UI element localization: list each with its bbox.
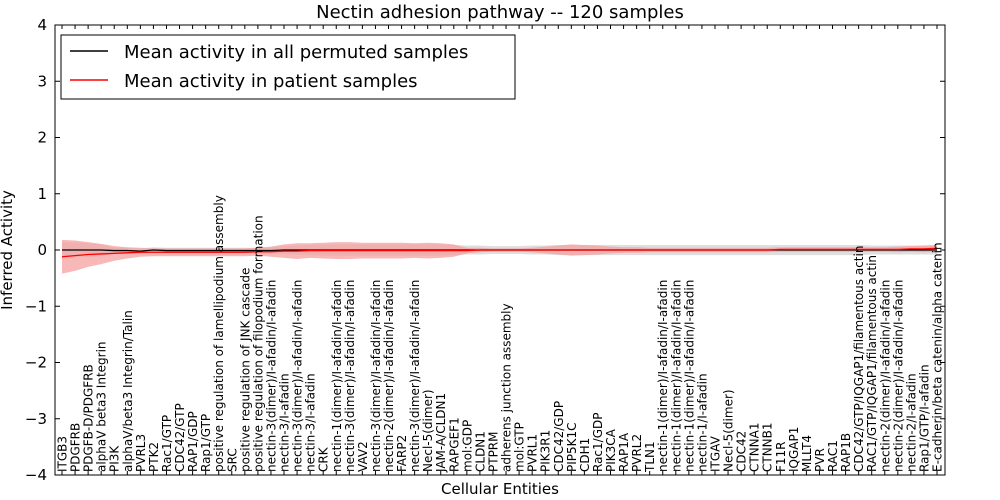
x-tick-label-44: PVRL2 — [630, 434, 644, 472]
x-tick-label-67: E-cadherin/beta catenin/alpha catenin — [931, 242, 945, 472]
x-tick-label-56: IQGAP1 — [787, 427, 801, 472]
x-tick-label-51: Necl-5(dimer) — [722, 389, 736, 472]
x-tick-label-60: RAP1B — [839, 433, 853, 472]
x-tick-label-33: PTPRM — [486, 432, 500, 473]
x-tick-label-58: PVR — [813, 448, 827, 472]
x-tick-label-37: PIK3R1 — [539, 430, 553, 472]
series-line-1 — [61, 247, 938, 258]
x-tick-label-0: ITGB3 — [56, 436, 70, 472]
x-tick-label-35: mol:GTP — [513, 422, 527, 472]
x-tick-label-43: RAP1A — [617, 432, 631, 472]
y-tick-label-7: 3 — [37, 72, 47, 90]
x-tick-label-29: JAM-A/CLDN1 — [434, 393, 448, 473]
x-tick-label-40: CDH1 — [578, 438, 592, 472]
x-tick-label-54: CTNNB1 — [761, 422, 775, 472]
y-axis-label: Inferred Activity — [0, 190, 16, 310]
x-tick-label-24: nectin-3(dimer)/I-afadin/I-afadin — [369, 280, 383, 472]
y-tick-label-5: 1 — [37, 185, 47, 203]
x-tick-label-21: nectin-1(dimer)/I-afadin/I-afadin — [330, 280, 344, 472]
x-tick-label-4: PI3K — [108, 445, 122, 472]
x-tick-label-25: nectin-2(dimer)/I-afadin/I-afadin — [382, 280, 396, 472]
x-tick-label-1: PDGFRB — [69, 423, 83, 472]
x-tick-label-11: Rap1/GTP — [199, 414, 213, 472]
x-tick-label-46: nectin-1(dimer)/I-afadin/I-afadin — [656, 280, 670, 472]
x-tick-label-36: PVRL1 — [526, 434, 540, 472]
x-tick-label-63: nectin-2(dimer)/I-afadin/I-afadin — [878, 280, 892, 472]
legend-box — [60, 34, 516, 100]
x-tick-label-17: nectin-3/I-afadin — [278, 373, 292, 472]
y-tick-label-1: −3 — [25, 410, 47, 428]
legend: Mean activity in all permuted samples Me… — [60, 34, 516, 100]
x-tick-label-42: PIK3CA — [604, 428, 618, 472]
series-band-1 — [62, 239, 937, 274]
x-tick-label-16: nectin-3(dimer)/I-afadin/I-afadin — [264, 280, 278, 472]
x-tick-label-13: SRC — [225, 448, 239, 472]
x-tick-label-12: positive regulation of lamellipodium ass… — [212, 195, 226, 472]
x-tick-label-18: nectin-3(dimer)/I-afadin/I-afadin — [291, 280, 305, 472]
legend-label-permuted: Mean activity in all permuted samples — [124, 42, 468, 63]
x-tick-label-9: CDC42/GTP — [173, 403, 187, 472]
x-tick-label-23: VAV2 — [356, 441, 370, 472]
x-tick-label-52: CDC42 — [735, 431, 749, 472]
x-tick-label-34: adherens junction assembly — [500, 303, 514, 472]
x-tick-label-64: nectin-2(dimer)/I-afadin/I-afadin — [891, 280, 905, 472]
x-tick-label-2: PDGFB-D/PDGFRB — [82, 364, 96, 472]
x-tick-label-61: CDC42/GTP/IQGAP1/filamentous actin — [852, 246, 866, 472]
x-tick-label-15: positive regulation of filopodium format… — [251, 215, 265, 472]
x-tick-label-65: nectin-2/I-afadin — [904, 373, 918, 472]
x-tick-label-55: F11R — [774, 441, 788, 472]
y-tick-label-0: −4 — [25, 466, 47, 484]
x-tick-label-39: PIP5K1C — [565, 422, 579, 472]
x-tick-label-47: nectin-1(dimer)/I-afadin/I-afadin — [669, 280, 683, 472]
y-tick-label-4: 0 — [37, 241, 47, 259]
x-tick-label-66: Rap1/GTP/I-afadin — [917, 364, 931, 472]
x-tick-label-26: FARP2 — [395, 435, 409, 472]
x-tick-label-14: positive regulation of JNK cascade — [238, 268, 252, 472]
x-tick-label-20: CRK — [317, 446, 331, 472]
x-tick-label-28: Necl-5(dimer) — [421, 389, 435, 472]
y-tick-label-8: 4 — [37, 16, 47, 34]
x-tick-label-49: nectin-1/I-afadin — [695, 373, 709, 472]
x-tick-label-50: ITGAV — [708, 435, 722, 472]
x-tick-label-57: MLLT4 — [800, 435, 814, 472]
x-tick-label-53: CTNNA1 — [748, 422, 762, 472]
x-tick-label-27: nectin-3(dimer)/I-afadin/I-afadin — [408, 280, 422, 472]
x-tick-label-7: PTK2 — [147, 442, 161, 472]
x-axis-label: Cellular Entities — [441, 480, 559, 498]
y-tick-label-6: 2 — [37, 129, 47, 147]
x-tick-label-32: CLDN1 — [473, 431, 487, 472]
x-tick-label-48: nectin-1(dimer)/I-afadin/I-afadin — [682, 280, 696, 472]
y-tick-label-3: −1 — [25, 297, 47, 315]
x-tick-label-30: RAPGEF1 — [447, 417, 461, 472]
x-tick-label-45: TLN1 — [643, 441, 657, 473]
x-tick-label-22: nectin-3(dimer)/I-afadin/I-afadin — [343, 280, 357, 472]
x-tick-label-31: mol:GDP — [460, 420, 474, 472]
x-tick-label-41: Rac1/GDP — [591, 413, 605, 472]
x-tick-label-59: RAC1 — [826, 440, 840, 472]
x-tick-label-5: alphaV/beta3 Integrin/Talin — [121, 310, 135, 472]
x-tick-label-62: RAC1/GTP/IQGAP1/filamentous actin — [865, 255, 879, 472]
chart-title: Nectin adhesion pathway -- 120 samples — [316, 2, 684, 23]
legend-label-patient: Mean activity in patient samples — [124, 71, 418, 92]
x-tick-label-10: RAP1/GDP — [186, 411, 200, 472]
x-tick-label-3: alphaV beta3 Integrin — [95, 341, 109, 472]
x-tick-label-8: Rac1/GTP — [160, 415, 174, 472]
y-tick-label-2: −2 — [25, 354, 47, 372]
x-tick-label-6: PVRL3 — [134, 434, 148, 472]
x-tick-label-19: nectin-3/I-afadin — [304, 373, 318, 472]
x-tick-label-38: CDC42/GDP — [552, 401, 566, 472]
